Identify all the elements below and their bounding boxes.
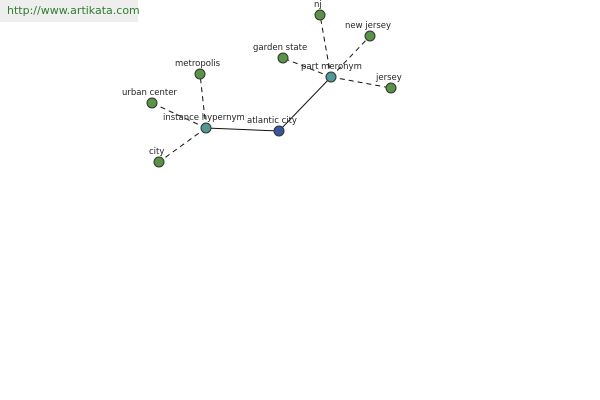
edge-part-meronym-jersey [330, 76, 392, 89]
term-node-nj[interactable] [314, 9, 326, 21]
graph-nodes [146, 9, 397, 168]
term-label-nj[interactable]: nj [314, 0, 322, 10]
relation-node-instance-hypernym[interactable] [200, 122, 212, 134]
edge-part-meronym-nj [319, 14, 332, 78]
term-label-city[interactable]: city [149, 147, 164, 157]
term-node-metropolis[interactable] [194, 68, 206, 80]
relation-label-part-meronym[interactable]: part meronym [301, 62, 362, 72]
edge-part-meronym [278, 76, 332, 132]
relation-label-instance-hypernym[interactable]: instance hypernym [163, 113, 245, 123]
edge-instance-hypernym-urban-center [151, 102, 207, 129]
edge-instance-hypernym [205, 127, 280, 132]
term-label-garden-state[interactable]: garden state [253, 43, 307, 53]
term-label-jersey[interactable]: jersey [375, 73, 402, 83]
term-node-jersey[interactable] [385, 82, 397, 94]
term-label-new-jersey[interactable]: new jersey [345, 21, 391, 31]
edge-part-meronym-new-jersey [330, 35, 371, 78]
graph-edges [151, 14, 392, 163]
term-node-city[interactable] [153, 156, 165, 168]
center-label-atlantic-city[interactable]: atlantic city [247, 116, 297, 126]
edge-instance-hypernym-city [158, 127, 207, 163]
relation-node-part-meronym[interactable] [325, 71, 337, 83]
term-label-urban-center[interactable]: urban center [122, 88, 177, 98]
term-node-garden-state[interactable] [277, 52, 289, 64]
term-label-metropolis[interactable]: metropolis [175, 59, 221, 69]
term-node-new-jersey[interactable] [364, 30, 376, 42]
source-link[interactable]: http://www.artikata.com [0, 0, 140, 22]
center-node-atlantic-city[interactable] [273, 125, 285, 137]
term-node-urban-center[interactable] [146, 97, 158, 109]
edge-instance-hypernym-metropolis [199, 73, 207, 129]
